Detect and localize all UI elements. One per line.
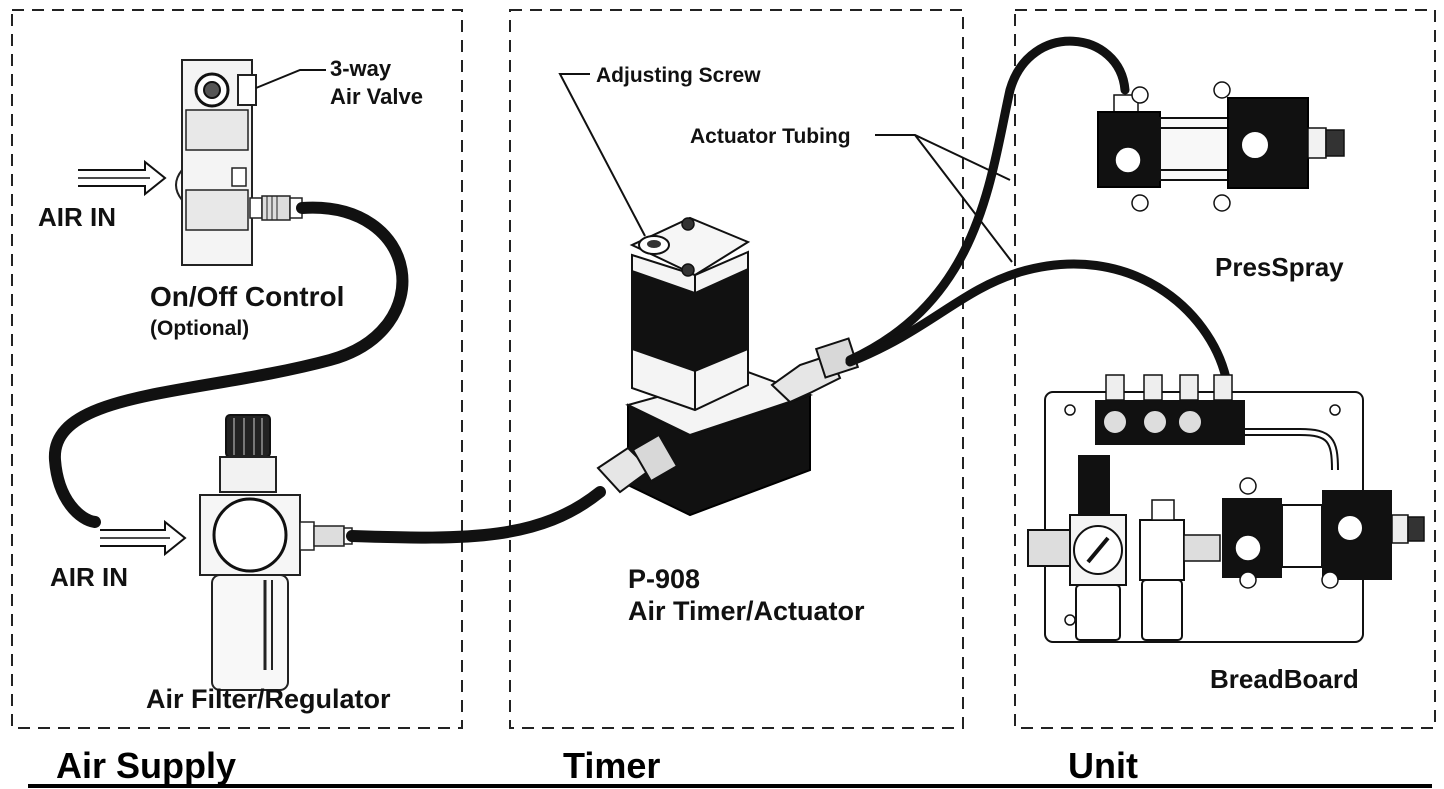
actuator-tubing-breadboard bbox=[845, 259, 1231, 383]
timer-model-label: P-908 bbox=[628, 564, 700, 594]
presspray-unit bbox=[1097, 81, 1345, 212]
air-timer-actuator bbox=[596, 216, 860, 517]
tubing-leader-line bbox=[875, 134, 1013, 263]
section-air-supply: Air Supply bbox=[56, 745, 236, 786]
valve-label-line1: 3-way bbox=[330, 56, 392, 81]
section-unit: Unit bbox=[1068, 745, 1138, 786]
bottom-rule bbox=[28, 784, 1432, 788]
breadboard-label: BreadBoard bbox=[1210, 664, 1359, 694]
adjusting-screw-label: Adjusting Screw bbox=[596, 64, 761, 87]
section-timer: Timer bbox=[563, 745, 660, 786]
timer-panel bbox=[509, 9, 964, 729]
control-label: On/Off Control bbox=[150, 281, 344, 312]
unit-panel bbox=[1014, 9, 1436, 729]
air-filter-regulator bbox=[199, 414, 353, 691]
valve-leader-line bbox=[255, 69, 326, 89]
regulator-label: Air Filter/Regulator bbox=[146, 684, 391, 714]
three-way-valve bbox=[175, 59, 303, 266]
valve-label-line2: Air Valve bbox=[330, 84, 423, 109]
actuator-tubing-label: Actuator Tubing bbox=[690, 125, 851, 148]
timer-input-hose bbox=[346, 486, 606, 544]
air-in-label-bottom: AIR IN bbox=[50, 562, 128, 592]
air-in-arrow-top bbox=[78, 159, 167, 197]
air-supply-panel bbox=[11, 9, 463, 729]
control-sublabel: (Optional) bbox=[150, 317, 249, 340]
timer-name-label: Air Timer/Actuator bbox=[628, 596, 865, 626]
actuator-tubing-presspray bbox=[845, 36, 1130, 365]
air-in-arrow-bottom bbox=[100, 519, 187, 557]
supply-hose bbox=[48, 201, 409, 528]
breadboard-unit bbox=[1027, 374, 1425, 643]
screw-leader-line bbox=[558, 73, 646, 237]
presspray-label: PresSpray bbox=[1215, 252, 1344, 282]
air-in-label-top: AIR IN bbox=[38, 202, 116, 232]
